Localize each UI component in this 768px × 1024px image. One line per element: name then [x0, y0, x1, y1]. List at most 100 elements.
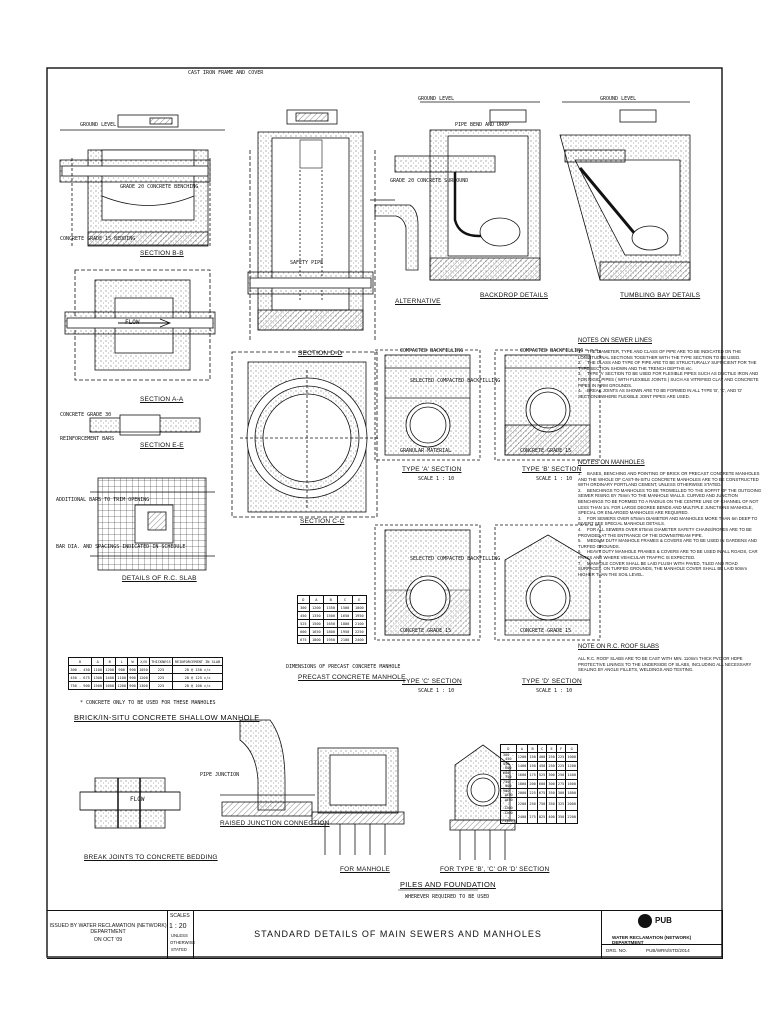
table-cell: 300: [555, 788, 567, 798]
flow-label-joints: FLOW: [130, 796, 145, 803]
note-sewer-4: 4.BREAK JOINTS AS SHOWN ARE TO BE FORMED…: [578, 388, 743, 399]
brick-manhole-table: D A B L W X/N THICKNESS REINFORCEMENT IN…: [67, 657, 223, 690]
table-header: A: [308, 595, 325, 604]
scale-note-1: UNLESS: [171, 933, 188, 938]
title-block: ISSUED BY WATER RECLAMATION (NETWORK) DE…: [47, 910, 723, 959]
label-safety-pipe: SAFETY PIPE: [290, 260, 324, 266]
type-c-section: [374, 524, 481, 641]
table-cell: 2250: [351, 627, 368, 636]
table-row: 450 - 675 1300 1400 1100 900 1200 225 20…: [67, 673, 223, 682]
table-cell: 2000: [515, 788, 529, 798]
note-manhole-1: 1.BASES, BENCHING AND POINTING OF BRICK …: [578, 471, 760, 488]
tumbling-bay: [559, 101, 691, 281]
table-header: B: [103, 657, 117, 666]
scales-label: SCALES: [170, 913, 190, 919]
table-header: D: [500, 744, 517, 753]
table-header: C: [337, 595, 353, 604]
table-cell: 275: [527, 810, 538, 824]
table-cell: 400: [546, 810, 557, 824]
caption-precast-dims: DIMENSIONS OF PRECAST CONCRETE MANHOLE: [286, 664, 401, 670]
table-cell: 450 - 675: [67, 673, 93, 682]
table-cell: 2200: [565, 810, 578, 824]
notes-sewer-heading: NOTES ON SEWER LINES: [578, 338, 653, 344]
table-cell: 900: [127, 665, 138, 674]
label-cast-iron: CAST IRON FRAME AND COVER: [188, 70, 264, 76]
table-cell: 1800: [565, 788, 578, 798]
table-cell: 1600: [515, 770, 529, 780]
table-cell: 1500: [91, 681, 105, 690]
table-header: B: [322, 595, 339, 604]
drg-no-label: DRG. NO.: [606, 948, 627, 953]
table-cell: 1200: [565, 761, 578, 771]
issued-by: ISSUED BY WATER RECLAMATION (NETWORK) DE…: [49, 923, 167, 935]
table-cell: 525: [536, 770, 548, 780]
flow-label-plan: FLOW: [125, 319, 140, 326]
table-header: E: [351, 595, 368, 604]
pub-logo-icon: [638, 914, 652, 928]
caption-section-d-d: SECTION D-D: [298, 350, 343, 357]
table-cell: 250: [527, 797, 538, 811]
table-header: X/N: [136, 657, 150, 666]
table-cell: 600 - 750: [500, 770, 517, 780]
label-selected-a: SELECTED COMPACTED BACKFILLING: [410, 378, 501, 384]
caption-section-e-e: SECTION E-E: [140, 442, 184, 449]
note-manhole-3: 3.FOR SEWERS OVER 675mm DIAMETER AND MAN…: [578, 515, 758, 527]
piles-manhole: [311, 747, 405, 855]
table-header: REINFORCEMENT IN SLAB: [172, 657, 223, 666]
table-cell: 2400: [351, 635, 368, 644]
table-cell: 1100: [91, 665, 105, 674]
scale-type-b: SCALE 1 : 10: [536, 476, 573, 482]
caption-break-joints: BREAK JOINTS TO CONCRETE BEDDING: [84, 854, 218, 861]
note-manhole-4: 4.FOR ALL SEWERS OVER 675mm DIAMETER SAF…: [578, 526, 752, 538]
note-manhole-2: 2.BENCHINGS TO MANHOLES TO BE TROWELLED …: [578, 487, 762, 516]
table-cell: 1000: [565, 752, 578, 762]
table-cell: 675: [536, 788, 548, 798]
alternative-drop: [370, 199, 419, 271]
concrete-only-note: * CONCRETE ONLY TO BE USED FOR THESE MAN…: [80, 700, 216, 706]
caption-section-c-c: SECTION C-C: [300, 518, 345, 525]
scale-value: 1 : 20: [169, 923, 187, 930]
table-cell: 2100: [337, 635, 353, 644]
table-cell: 225: [527, 788, 538, 798]
table-cell: 1500: [308, 619, 325, 628]
section-e-e: [89, 414, 201, 436]
label-compacted-b: COMPACTED BACKFILLING: [520, 348, 584, 354]
section-a-a: [64, 269, 216, 381]
table-cell: 225: [148, 665, 174, 674]
table-header: D: [67, 657, 93, 666]
caption-section-a-a: SECTION A-A: [140, 396, 184, 403]
note-manhole-5: 5.MEDIUM DUTY MANHOLE FRAMES & COVERS AR…: [578, 538, 757, 549]
label-ground-level-3: GROUND LEVEL: [600, 96, 637, 102]
note-sewer-2: 2.THE CLASS AND TYPE OF PIPE ARE TO BE S…: [578, 360, 757, 371]
table-cell: 300: [546, 770, 557, 780]
label-pipe-bend: PIPE BEND AND DROP: [455, 122, 510, 128]
table-cell: 1100: [115, 673, 129, 682]
label-ground-level-2: GROUND LEVEL: [418, 96, 455, 102]
issued-on: ON OCT '09: [93, 937, 123, 943]
table-cell: 2000: [565, 797, 578, 811]
table-cell: 1050: [136, 665, 150, 674]
caption-section-b-b: SECTION B-B: [140, 250, 184, 257]
caption-piles-sub: WHEREVER REQUIRED TO BE USED: [405, 894, 490, 900]
table-cell: 250: [555, 770, 567, 780]
note-manhole-7: 7.MANHOLE COVER SHALL BE LAID FLUSH WITH…: [578, 560, 747, 577]
scale-type-d: SCALE 1 : 10: [536, 688, 573, 694]
table-cell: 450 - 600: [500, 761, 517, 771]
table-header-row: D A B C E: [297, 595, 368, 604]
table-cell: 825: [536, 810, 548, 824]
table-header: F: [555, 744, 567, 753]
table-cell: 1200: [136, 673, 150, 682]
table-cell: 1300: [136, 681, 150, 690]
caption-alternative: ALTERNATIVE: [395, 298, 441, 305]
caption-brick-manhole: BRICK/IN-SITU CONCRETE SHALLOW MANHOLE: [74, 713, 260, 722]
table-header: C: [536, 744, 548, 753]
label-bedding: CONCRETE GRADE 15 BEDDING: [60, 236, 136, 242]
notes-slab-heading: NOTE ON R.C. ROOF SLABS: [578, 644, 660, 650]
label-concrete-d: CONCRETE GRADE 15: [520, 628, 572, 634]
